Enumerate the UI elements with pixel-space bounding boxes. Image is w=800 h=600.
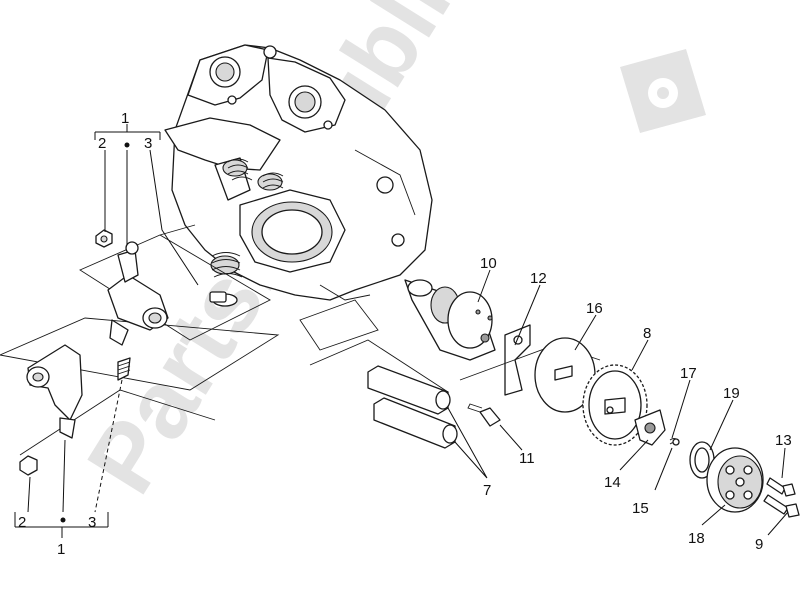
cam-cover [706,447,764,513]
decompressor-disc [534,337,596,413]
nut-upper [95,229,113,248]
callout-19: 19 [723,385,740,402]
callout-9: 9 [755,536,763,553]
callout-18: 18 [688,530,705,547]
callout-8: 8 [643,325,651,342]
callout-1-bottom: 1 [57,541,65,558]
callout-2-top: 2 [98,135,106,152]
bolt-9 [763,494,800,518]
adjusting-screw [117,357,131,381]
callout-11: 11 [519,450,535,467]
callout-16: 16 [586,300,603,317]
callout-3-top: 3 [144,135,152,152]
callout-13: 13 [775,432,792,449]
camshaft [404,279,496,361]
callout-3-bottom: 3 [88,514,96,531]
cam-sprocket [582,364,648,446]
bolt-11 [467,403,501,427]
callout-12: 12 [530,270,547,287]
callout-labels: 1 2 3 2 3 1 10 12 16 8 17 19 13 11 7 14 … [18,110,792,558]
callout-15: 15 [632,500,649,517]
leader-lines [14,124,789,538]
callout-1-top: 1 [121,110,129,127]
cylinder-head [164,44,433,301]
callout-14: 14 [604,474,621,491]
spring-small [669,438,680,446]
callout-2-bottom: 2 [18,514,26,531]
rocker-arm-lower [26,344,83,439]
callout-7: 7 [483,482,491,499]
decompressor-lever [634,409,666,446]
watermark-gear-icon [620,49,706,133]
upper-valve-spring [222,158,284,191]
callout-17: 17 [680,365,697,382]
bolt-13 [766,477,796,497]
nut-lower [19,455,38,476]
pins [367,365,458,449]
rocker-arm-upper [107,241,169,346]
retaining-plate [504,324,531,396]
callout-10: 10 [480,255,497,272]
valve-springs [209,158,284,307]
